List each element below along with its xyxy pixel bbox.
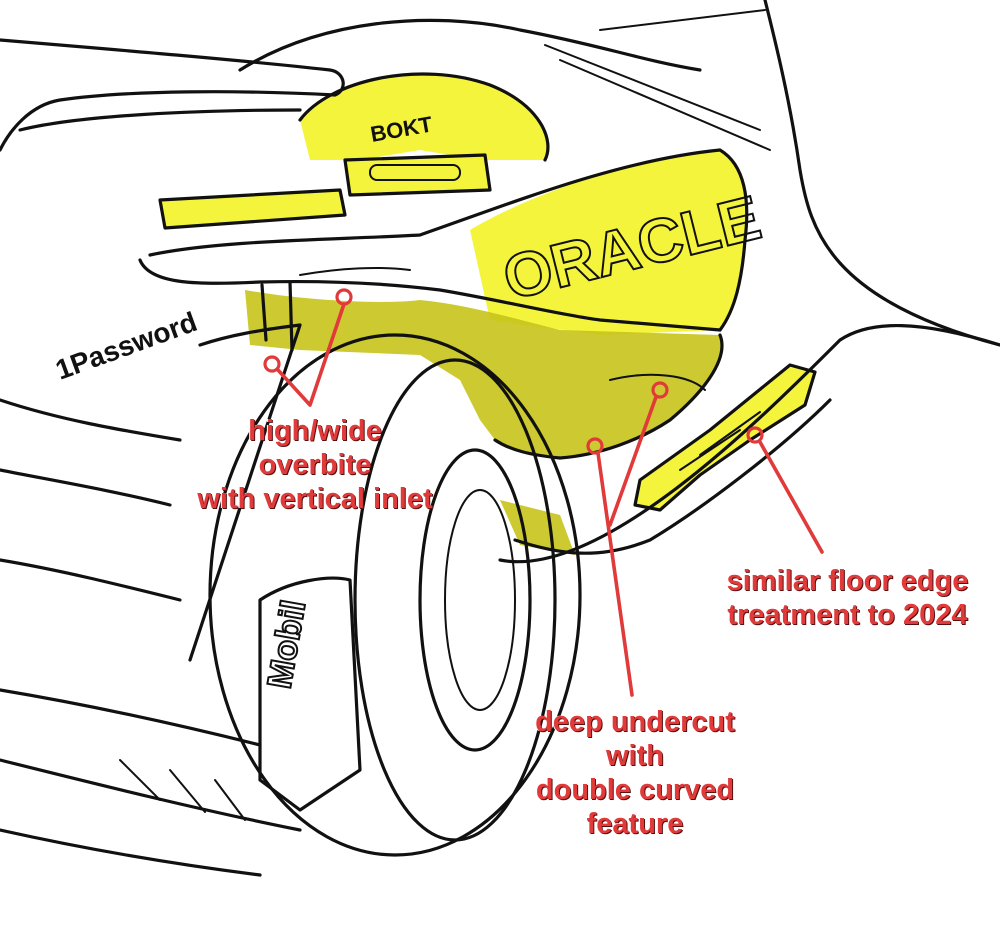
rear-suspension-1 xyxy=(544,44,761,131)
front-wheel-hub xyxy=(444,489,516,711)
callout-dot-undercut-right xyxy=(651,381,669,399)
front-wing-flap xyxy=(119,759,246,821)
front-wheel-rim xyxy=(418,448,532,752)
callout-dot-overbite-lower xyxy=(263,355,281,373)
annotation-undercut-line-3: double curved xyxy=(535,774,735,806)
undercut-curve xyxy=(609,373,706,391)
side-deflector-2 xyxy=(0,468,172,507)
annotation-overbite-line-2: overbite xyxy=(258,449,372,481)
highlight-undercut xyxy=(245,290,722,458)
callout-line-floor-edge xyxy=(758,440,824,554)
annotation-floor-edge-line-1: similar floor edge xyxy=(726,565,969,597)
callout-dot-undercut-left xyxy=(586,437,604,455)
front-suspension-arm xyxy=(188,323,302,662)
highlight-sidepod xyxy=(470,150,747,335)
livery-mobil: Mobil xyxy=(260,597,313,691)
annotation-overbite: high/wide overbite with vertical inlet xyxy=(175,414,455,516)
halo-inner xyxy=(18,108,302,132)
floor-fins-outline xyxy=(633,363,817,512)
front-tyre-outer xyxy=(208,333,582,857)
callouts xyxy=(263,288,824,697)
front-wing-element-2 xyxy=(0,758,302,832)
halo xyxy=(0,38,345,152)
annotation-undercut: deep undercut with double curved feature xyxy=(505,705,765,841)
mirror-pod-outline xyxy=(343,153,492,197)
highlight-mirror-pod xyxy=(345,155,490,195)
front-wing-element-3 xyxy=(0,828,262,877)
annotation-overbite-line-3: with vertical inlet xyxy=(197,483,433,515)
airbox-outline xyxy=(298,72,550,162)
floor-fin-slot-2 xyxy=(699,411,761,456)
floor-edge xyxy=(498,324,1000,564)
engine-cover xyxy=(238,18,702,72)
rear-suspension-2 xyxy=(559,59,771,151)
floor-fin-slot-1 xyxy=(679,429,741,471)
highlight-inlet-strip xyxy=(160,190,345,228)
undercut-outline xyxy=(493,333,724,460)
callout-line-undercut xyxy=(596,395,658,697)
annotation-floor-edge-line-2: treatment to 2024 xyxy=(727,599,968,631)
callout-dot-floor-edge xyxy=(746,426,764,444)
highlight-intake xyxy=(300,73,548,160)
annotation-overbite-line-1: high/wide xyxy=(248,415,382,447)
sidepod-top xyxy=(148,148,749,332)
mirror-slot xyxy=(369,164,461,181)
annotation-undercut-line-4: feature xyxy=(586,808,684,840)
livery-1password: 1Password xyxy=(51,306,201,386)
inlet-post-right xyxy=(288,280,294,352)
front-tyre-tread xyxy=(353,358,557,842)
front-wing-element-1 xyxy=(0,688,262,747)
mirror-strip-outline xyxy=(158,188,347,230)
sidepod-lip xyxy=(138,258,722,332)
side-deflector-3 xyxy=(0,558,182,602)
floor-lower xyxy=(513,398,832,555)
sidepod-inlet-slot xyxy=(299,266,411,276)
annotation-floor-edge: similar floor edge treatment to 2024 xyxy=(700,564,995,632)
annotation-undercut-line-2: with xyxy=(606,740,664,772)
rear-tyre-outline xyxy=(763,0,1000,347)
annotation-undercut-line-1: deep undercut xyxy=(535,706,735,738)
side-deflector-1 xyxy=(0,398,182,442)
wing-endplate xyxy=(258,576,362,812)
rear-suspension-3 xyxy=(599,9,766,31)
callout-line-overbite xyxy=(276,302,346,407)
